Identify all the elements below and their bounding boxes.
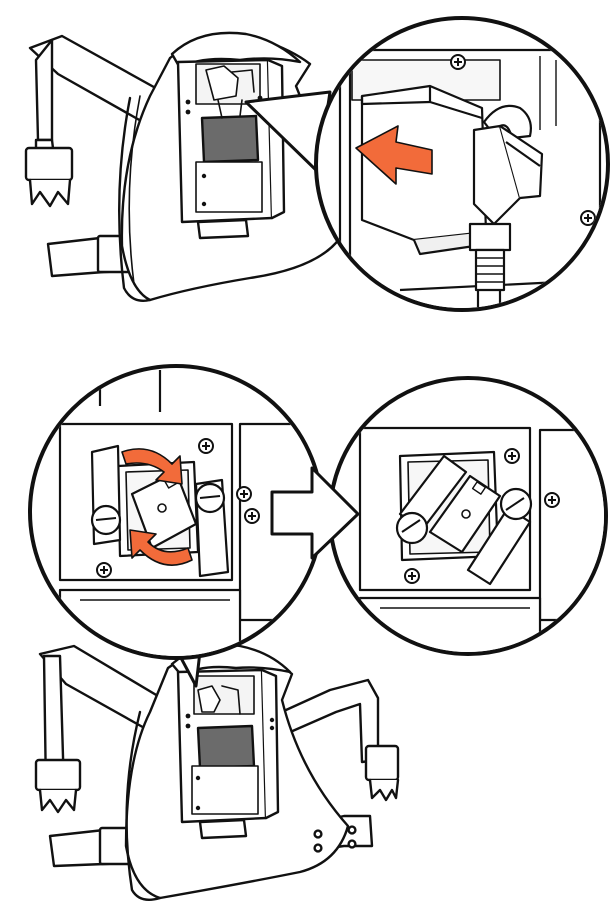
- top-grey-pouch: [200, 114, 260, 164]
- top-zoom-bubble: [314, 16, 610, 312]
- curved-arrow-icon-bottom: [129, 529, 193, 566]
- bottom-left-zoom-bubble: [28, 364, 324, 660]
- bottom-right-zoom-bubble: [328, 376, 608, 656]
- bottom-left-buckle: [34, 758, 82, 792]
- curved-arrow-icon: [121, 448, 183, 485]
- bottom-right-right-lever: [466, 506, 532, 586]
- bottom-harness: [34, 643, 400, 901]
- arrow-right-icon: [270, 466, 360, 560]
- bottom-grey-pouch: [196, 724, 256, 770]
- bottom-right-buckle: [364, 744, 400, 782]
- top-buckle: [24, 146, 74, 182]
- arrow-left-icon: [355, 125, 433, 185]
- top-harness: [24, 31, 342, 302]
